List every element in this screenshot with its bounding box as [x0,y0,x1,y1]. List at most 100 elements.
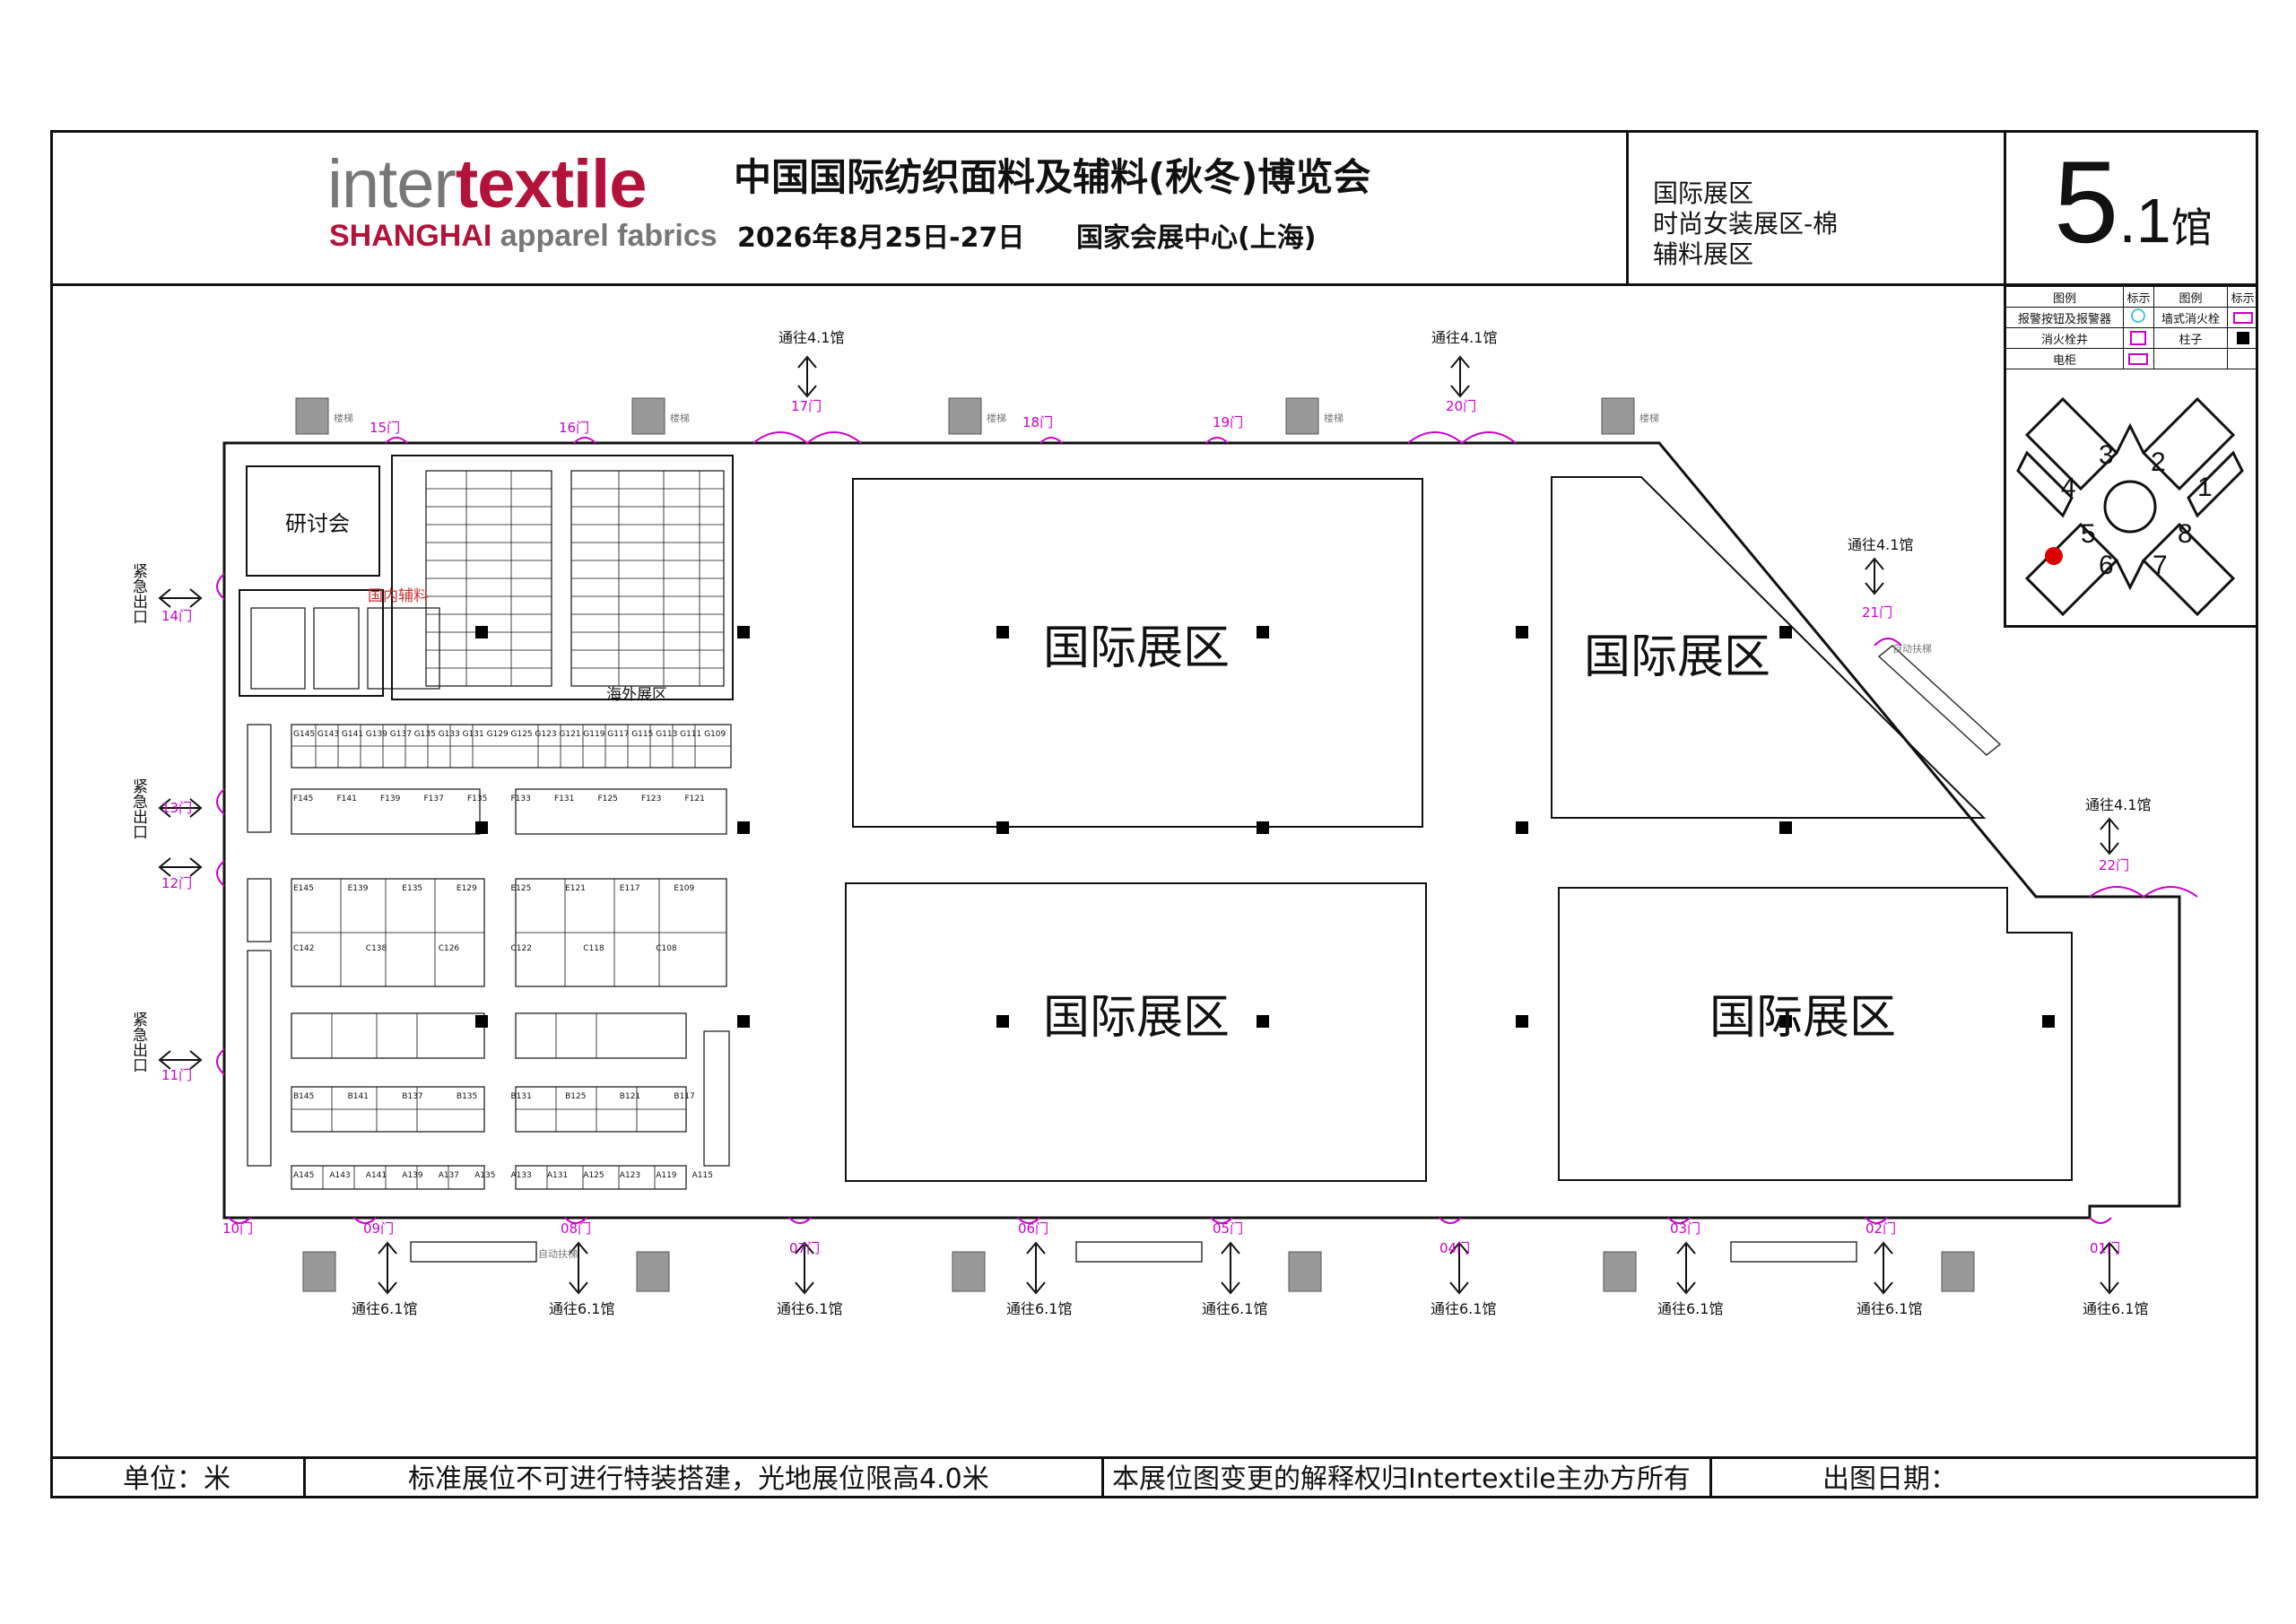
column-icon [2236,332,2249,344]
escalator-label: 自动扶梯 [538,1247,578,1260]
legend-label: 消火栓井 [2005,327,2125,349]
passage-label: 通往6.1馆 [1857,1300,1922,1317]
door-label: 02门 [1866,1220,1896,1237]
emergency-exit-label: 紧急出口 [129,778,148,839]
booth-id: A125 [583,1171,604,1180]
hall-box-separator [2004,130,2006,628]
booth-id: B131 [511,1092,532,1101]
column-grid [475,626,2055,1028]
booth-id: A133 [511,1171,532,1180]
passage-label: 通往6.1馆 [777,1300,842,1317]
booth-id: G129 [487,730,509,739]
current-hall-marker [2045,547,2063,565]
booth-id: E125 [511,884,532,893]
electric-cabinet-icon [2128,352,2149,365]
legend-header: 图例 [2005,286,2125,308]
booth-id: G113 [656,730,677,739]
key-hall-label: 8 [2178,519,2193,549]
header-separator [1626,130,1629,283]
booth-id: G141 [342,730,363,739]
overseas-block [391,455,734,700]
alarm-button-icon [2131,308,2146,323]
booth-id: G139 [366,730,387,739]
booth-dividers [291,471,731,1189]
passage-label: 通往6.1馆 [352,1300,417,1317]
booth-id: C142 [293,944,314,953]
zone-label: 国际展区 [1043,991,1230,1045]
fair-dates: 2026年8月25日-27日 [737,222,1025,254]
unit-label: 单位：米 [123,1463,230,1495]
door-label: 20门 [1446,398,1476,414]
booth-id: A123 [620,1171,640,1180]
booth-id: G125 [511,730,533,739]
passage-label: 通往6.1馆 [1202,1300,1267,1317]
booth-id: F133 [511,795,531,803]
booth-id: C118 [583,944,604,953]
booth-id: E121 [565,884,586,893]
booth-id: F141 [337,795,357,803]
booth-id: B135 [457,1092,477,1101]
booth-id: C138 [366,944,387,953]
booth-id: F145 [293,795,313,803]
seminar-label: 研讨会 [285,511,350,536]
zone-label: 国际展区 [1584,630,1770,684]
booth-id: G115 [631,730,653,739]
door-label: 11门 [161,1067,192,1083]
booth-note: 标准展位不可进行特装搭建，光地展位限高4.0米 [408,1463,989,1495]
door-label: 21门 [1862,604,1892,621]
seminar-room [246,465,380,577]
footer-divider [50,1456,2258,1459]
zone-box-3 [845,882,1427,1182]
footer-sep-2 [1101,1456,1104,1498]
key-hall-label: 6 [2099,551,2114,580]
intertextile-logo: intertextile [327,146,647,222]
booth-id: G117 [607,730,629,739]
booth-id: E135 [402,884,422,893]
booth-id: A119 [656,1171,677,1180]
door-label: 15门 [370,420,400,436]
keymap-bottom-rule [2004,625,2258,628]
door-label: 08门 [561,1220,591,1237]
booth-id: E129 [457,884,477,893]
booth-id: A115 [692,1171,713,1180]
booth-id: G145 [293,730,315,739]
stairs-group [295,397,1975,1292]
door-arcs [216,431,2198,1224]
booth-id: B121 [620,1092,640,1101]
booth-id: C108 [656,944,677,953]
booth-id: G135 [414,730,436,739]
hall-key-map: 1 2 3 4 5 6 7 8 [2016,396,2244,617]
booth-id: F139 [380,795,401,803]
booth-id: A143 [329,1171,350,1180]
zone-list: 国际展区 时尚女装展区-棉 辅料展区 [1653,178,1838,270]
logo-subtitle: SHANGHAI apparel fabrics [329,219,718,253]
booth-id: G137 [390,730,412,739]
passage-label: 通往4.1馆 [2085,796,2151,813]
legend-label: 墙式消火栓 [2152,307,2229,328]
fair-title: 中国国际纺织面料及辅料(秋冬)博览会 [734,155,1371,199]
door-label: 01门 [2090,1240,2120,1256]
key-hall-label: 2 [2151,447,2166,477]
zone-item: 国际展区 [1653,178,1754,208]
booth-id: A131 [547,1171,568,1180]
passage-label: 通往4.1馆 [778,329,844,346]
passage-label: 通往4.1馆 [1848,536,1913,553]
booth-id: F135 [467,795,487,803]
stairs-label: 楼梯 [1324,412,1344,424]
door-label: 05门 [1213,1220,1243,1237]
passage-label: 通往6.1馆 [2083,1300,2148,1317]
zone-box-4 [1558,887,2073,1181]
stairs-label: 楼梯 [670,412,690,424]
legend-label: 电柜 [2005,348,2125,369]
booth-id: F137 [424,795,444,803]
booth-id: A137 [439,1171,459,1180]
passage-label: 通往6.1馆 [549,1300,614,1317]
booth-id: G119 [583,730,604,739]
hydrant-well-icon [2130,331,2147,345]
passage-label: 通往6.1馆 [1006,1300,1072,1317]
passage-label: 通往6.1馆 [1431,1300,1496,1317]
booth-id: E117 [620,884,640,893]
drawing-date-label: 出图日期： [1822,1463,1957,1495]
door-label: 16门 [559,420,589,436]
